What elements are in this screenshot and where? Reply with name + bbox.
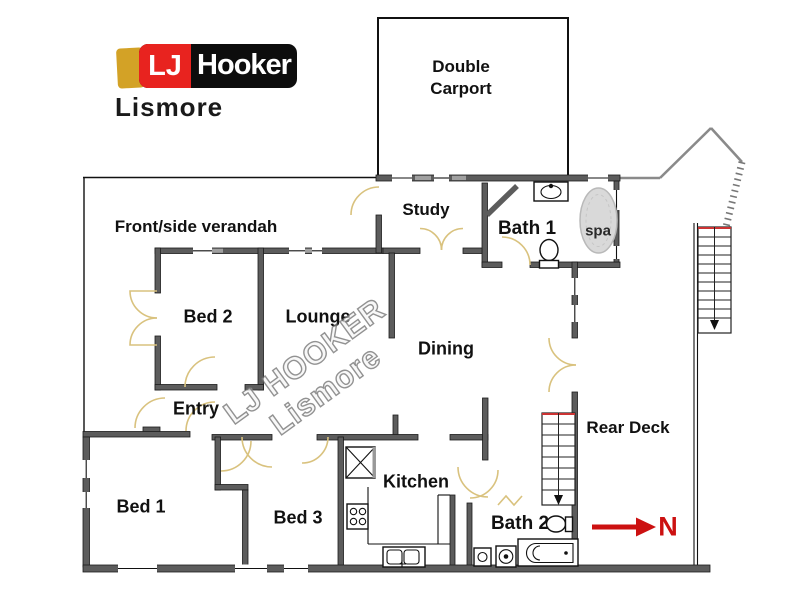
toilet2-icon <box>545 515 574 533</box>
label-bath1: Bath 1 <box>497 218 557 239</box>
kitchen-bench <box>367 487 450 545</box>
logo-lj-badge: LJ <box>139 44 191 88</box>
deck-stairs-icon <box>697 226 732 334</box>
label-kitchen: Kitchen <box>382 471 450 492</box>
label-lounge: Lounge <box>285 306 351 327</box>
laundry-tub-icon <box>473 547 492 567</box>
washing-machine-icon <box>495 545 517 568</box>
label-spa: spa <box>585 222 611 240</box>
windows <box>82 174 620 573</box>
logo-office-text: Lismore <box>115 92 224 122</box>
label-bed1: Bed 1 <box>116 496 166 517</box>
north-arrow-icon <box>592 517 656 537</box>
doors <box>129 186 577 507</box>
carport-outline <box>377 17 569 178</box>
bathtub-icon <box>517 538 579 567</box>
label-carport: Double Carport <box>430 56 492 98</box>
label-bed3: Bed 3 <box>273 507 323 528</box>
deck-edge <box>620 127 746 568</box>
lj-hooker-logo: LJ Hooker Lismore <box>115 40 315 122</box>
toilet-icon <box>538 238 560 269</box>
label-entry: Entry <box>172 398 220 419</box>
stairs-icon <box>541 412 576 506</box>
stove-icon <box>346 503 369 530</box>
label-verandah: Front/side verandah <box>114 217 278 236</box>
label-bed2: Bed 2 <box>183 306 233 327</box>
label-bath2: Bath 2 <box>490 513 550 534</box>
label-study: Study <box>402 200 450 219</box>
vanity-sink-icon <box>533 181 569 202</box>
north-label: N <box>658 511 678 542</box>
logo-name-text: Hooker <box>197 49 292 81</box>
label-rear-deck: Rear Deck <box>586 418 670 437</box>
spa-bath-icon <box>579 187 618 254</box>
pantry-icon <box>345 446 376 479</box>
label-dining: Dining <box>418 338 474 359</box>
kitchen-sink-icon <box>382 546 426 568</box>
